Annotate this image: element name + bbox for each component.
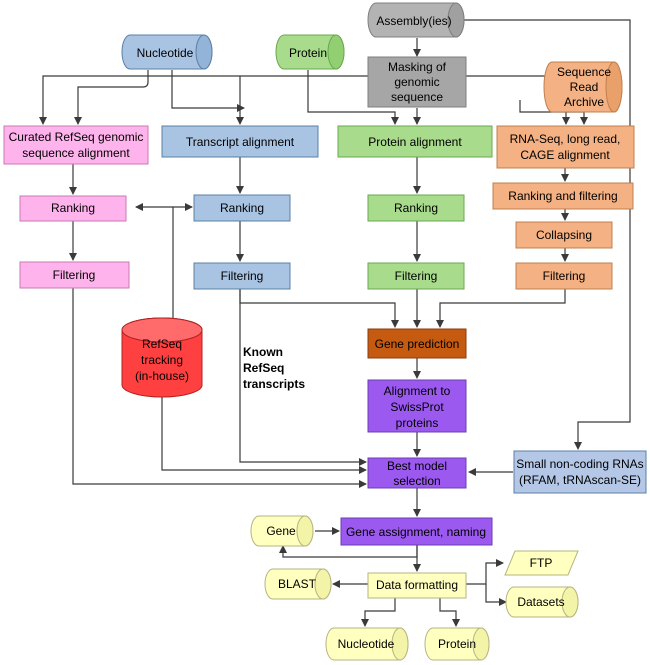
- ranking-filtering-step: Ranking and filtering: [492, 182, 634, 210]
- ranking-pink-step: Ranking: [19, 195, 127, 222]
- ftp-output-label: FTP: [530, 556, 553, 570]
- protein-input-label: Protein: [289, 46, 327, 60]
- masking-label-3: sequence: [391, 90, 443, 104]
- connectors: [39, 19, 631, 627]
- rnaseq-label-2: CAGE alignment: [520, 148, 610, 162]
- swissprot-label-2: SwissProt: [390, 400, 444, 414]
- known-refseq-line-3: transcripts: [243, 377, 305, 391]
- best-model-step: Best model selection: [367, 457, 467, 489]
- sra-label-1: Sequence: [557, 65, 611, 79]
- blast-output: BLAST: [264, 568, 332, 600]
- filtering-pink-step: Filtering: [19, 261, 130, 289]
- filtering-green-label: Filtering: [395, 269, 438, 283]
- transcript-alignment-label: Transcript alignment: [186, 135, 295, 149]
- sra-input: Sequence Read Archive: [543, 61, 623, 113]
- nucleotide-output: Nucleotide: [325, 627, 409, 661]
- data-formatting-label: Data formatting: [376, 578, 458, 592]
- nucleotide-output-label: Nucleotide: [338, 637, 395, 651]
- rnaseq-alignment-step: RNA-Seq, long read, CAGE alignment: [496, 125, 635, 169]
- small-rna-label-1: Small non-coding RNAs: [516, 457, 643, 471]
- datasets-output: Datasets: [505, 586, 579, 618]
- filtering-orange-step: Filtering: [515, 262, 613, 290]
- filtering-blue-step: Filtering: [193, 262, 291, 290]
- collapsing-label: Collapsing: [536, 228, 592, 242]
- gene-output-label: Gene: [266, 524, 296, 538]
- refseq-tracking-label-3: (in-house): [135, 369, 189, 383]
- ranking-blue-label: Ranking: [220, 201, 264, 215]
- known-refseq-line-1: Known: [243, 345, 283, 359]
- best-model-label-2: selection: [393, 474, 440, 488]
- known-refseq-annotation: Known RefSeq transcripts: [243, 345, 305, 391]
- gene-assignment-step: Gene assignment, naming: [340, 517, 493, 546]
- nucleotide-input-label: Nucleotide: [137, 46, 194, 60]
- assembly-input: Assembly(ies): [367, 2, 465, 38]
- ranking-pink-label: Ranking: [51, 201, 95, 215]
- collapsing-step: Collapsing: [515, 221, 613, 249]
- transcript-alignment-step: Transcript alignment: [161, 125, 319, 158]
- protein-alignment-label: Protein alignment: [368, 135, 462, 149]
- masking-step: Masking of genomic sequence: [367, 56, 467, 108]
- swissprot-alignment-step: Alignment to SwissProt proteins: [367, 379, 467, 433]
- ranking-green-step: Ranking: [367, 194, 465, 222]
- gene-prediction-step: Gene prediction: [367, 328, 467, 359]
- filtering-blue-label: Filtering: [221, 269, 264, 283]
- refseq-tracking-input: RefSeq tracking (in-house): [121, 317, 203, 398]
- ranking-green-label: Ranking: [394, 201, 438, 215]
- protein-output: Protein: [424, 627, 490, 661]
- curated-alignment-step: Curated RefSeq genomic sequence alignmen…: [3, 125, 149, 165]
- protein-alignment-step: Protein alignment: [337, 125, 493, 158]
- data-formatting-step: Data formatting: [367, 572, 467, 599]
- ranking-filtering-label: Ranking and filtering: [508, 189, 617, 203]
- filtering-green-step: Filtering: [367, 262, 465, 290]
- swissprot-label-1: Alignment to: [384, 384, 451, 398]
- nucleotide-input: Nucleotide: [121, 34, 213, 70]
- datasets-output-label: Datasets: [517, 595, 564, 609]
- curated-label-1: Curated RefSeq genomic: [9, 130, 144, 144]
- filtering-pink-label: Filtering: [53, 268, 96, 282]
- best-model-label-1: Best model: [387, 459, 447, 473]
- ftp-output-shape: [504, 550, 579, 576]
- blast-output-label: BLAST: [278, 577, 317, 591]
- filtering-orange-label: Filtering: [543, 269, 586, 283]
- refseq-tracking-label-1: RefSeq: [142, 337, 182, 351]
- gene-output: Gene: [250, 515, 314, 547]
- known-refseq-line-2: RefSeq: [243, 361, 284, 375]
- ftp-output: FTP: [504, 550, 579, 576]
- sra-label-3: Archive: [564, 95, 604, 109]
- protein-input: Protein: [275, 34, 345, 70]
- gene-assignment-label: Gene assignment, naming: [346, 525, 486, 539]
- curated-label-2: sequence alignment: [22, 146, 130, 160]
- protein-output-label: Protein: [438, 637, 476, 651]
- refseq-tracking-label-2: tracking: [141, 353, 183, 367]
- masking-label-2: genomic: [394, 75, 439, 89]
- gene-prediction-label: Gene prediction: [375, 337, 460, 351]
- rnaseq-label-1: RNA-Seq, long read,: [510, 132, 621, 146]
- small-rna-step: Small non-coding RNAs (RFAM, tRNAscan-SE…: [513, 450, 647, 494]
- masking-label-1: Masking of: [388, 60, 447, 74]
- swissprot-label-3: proteins: [396, 416, 439, 430]
- small-rna-label-2: (RFAM, tRNAscan-SE): [519, 473, 641, 487]
- assembly-label: Assembly(ies): [376, 14, 451, 28]
- sra-label-2: Read: [570, 80, 599, 94]
- ranking-blue-step: Ranking: [193, 194, 291, 222]
